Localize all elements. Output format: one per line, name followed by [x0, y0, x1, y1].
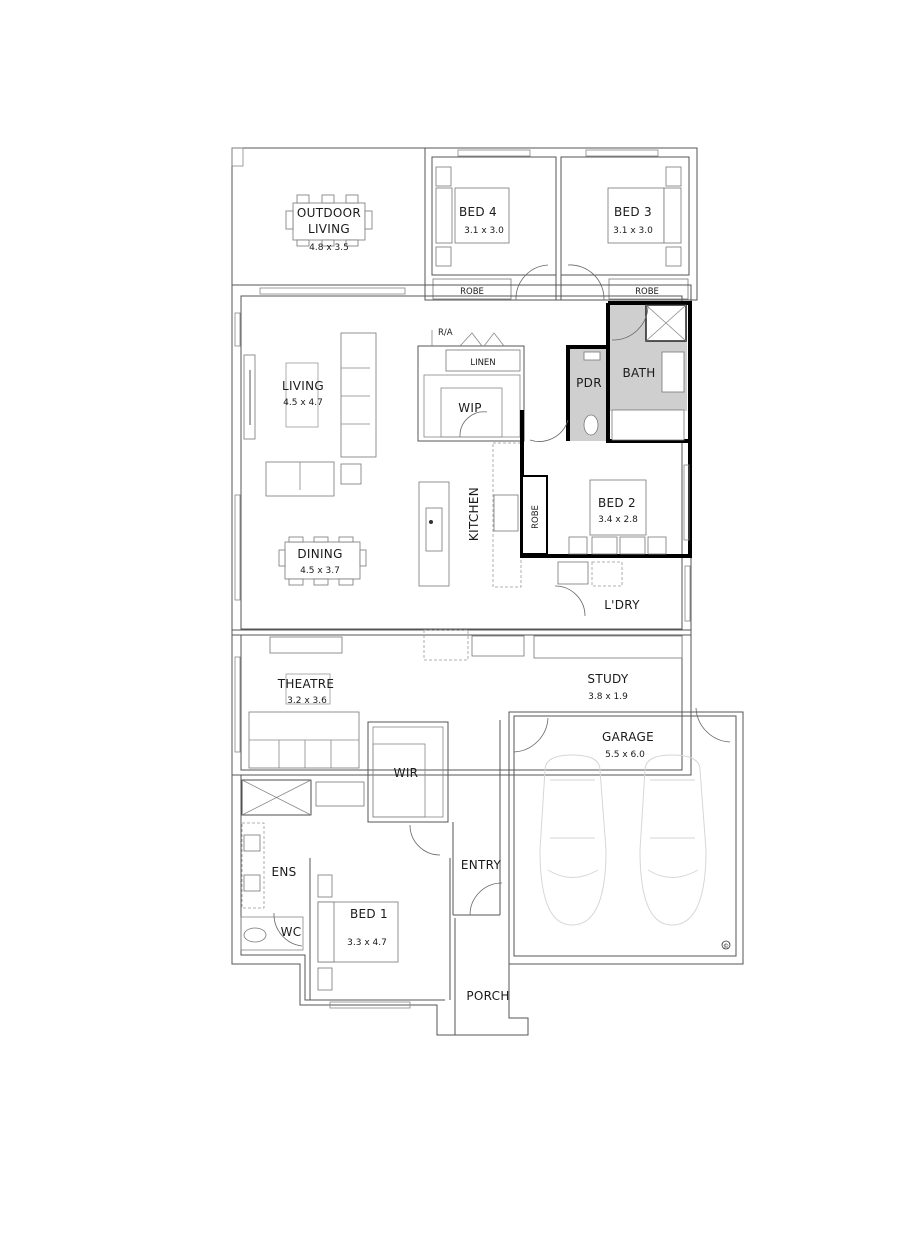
outdoor-living-label-2: LIVING: [308, 222, 350, 236]
wc-label: WC: [281, 925, 302, 939]
bed-1-label: BED 1: [350, 907, 388, 921]
outdoor-living-label-1: OUTDOOR: [297, 206, 361, 220]
theatre-study: [231, 629, 692, 776]
bedrooms-rear: [424, 147, 698, 301]
master-wing: [231, 720, 529, 1036]
bed-3-label: BED 3: [614, 205, 652, 219]
living-dimensions: 4.5 x 4.7: [283, 398, 323, 408]
study-label: STUDY: [587, 672, 629, 686]
laundry-label: L'DRY: [604, 598, 640, 612]
outdoor-living-dimensions: 4.8 x 3.5: [309, 243, 349, 253]
garage-dimensions: 5.5 x 6.0: [605, 750, 645, 760]
kitchen-label: KITCHEN: [467, 487, 481, 541]
bed-4-label: BED 4: [459, 205, 497, 219]
entry-label: ENTRY: [461, 858, 502, 872]
dining-label: DINING: [297, 547, 342, 561]
pdr-label: PDR: [576, 376, 602, 390]
bed-3-dimensions: 3.1 x 3.0: [613, 226, 653, 236]
theatre-dimensions: 3.2 x 3.6: [287, 696, 327, 706]
linen-label: LINEN: [470, 358, 495, 368]
garage-area: [508, 707, 744, 965]
wir-label: WIR: [394, 766, 419, 780]
bed-2-dimensions: 3.4 x 2.8: [598, 515, 638, 525]
garage-label: GARAGE: [602, 730, 654, 744]
copyright-mark: ©: [723, 943, 729, 950]
outdoor-living-area: [231, 147, 426, 286]
bed-1-dimensions: 3.3 x 4.7: [347, 938, 387, 948]
bed-2-label: BED 2: [598, 496, 636, 510]
living-dining-kitchen: [231, 284, 692, 636]
ens-label: ENS: [271, 865, 296, 879]
theatre-label: THEATRE: [277, 677, 335, 691]
bed-4-dimensions: 3.1 x 3.0: [464, 226, 504, 236]
ra-label: R/A: [438, 328, 453, 338]
robe-bed2-label: ROBE: [531, 505, 541, 529]
porch-label: PORCH: [466, 989, 509, 1003]
robe-bed4-label: ROBE: [460, 287, 484, 297]
dining-dimensions: 4.5 x 3.7: [300, 566, 340, 576]
study-dimensions: 3.8 x 1.9: [588, 692, 628, 702]
bath-label: BATH: [622, 366, 655, 380]
robe-bed3-label: ROBE: [635, 287, 659, 297]
living-label: LIVING: [282, 379, 324, 393]
wip-label: WIP: [458, 401, 482, 415]
